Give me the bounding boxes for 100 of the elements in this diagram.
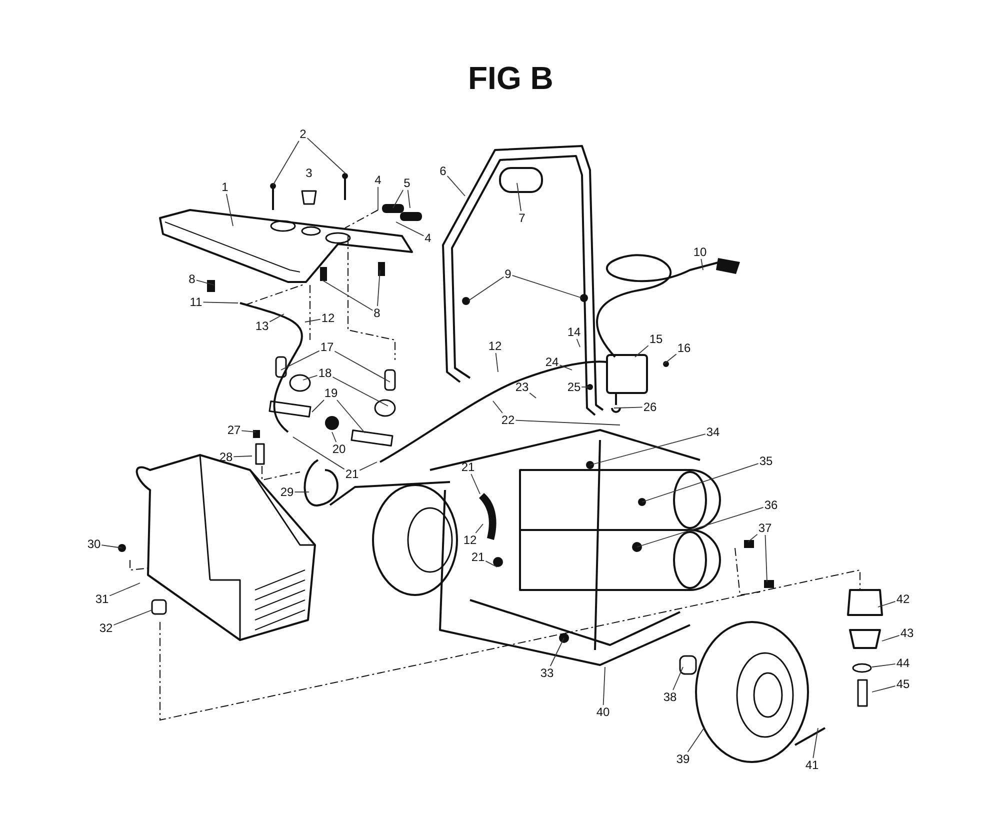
callout-number: 27 bbox=[227, 424, 241, 436]
leader-line bbox=[687, 728, 704, 752]
leader-line bbox=[764, 534, 768, 582]
callout-number: 10 bbox=[693, 246, 707, 258]
leader-line bbox=[700, 258, 704, 270]
leader-line bbox=[334, 350, 390, 382]
callout-number: 14 bbox=[567, 326, 581, 338]
leader-line bbox=[614, 406, 643, 408]
callout-number: 3 bbox=[306, 167, 312, 179]
leader-line bbox=[576, 338, 580, 348]
leader-line bbox=[515, 420, 620, 426]
callout-number: 4 bbox=[374, 174, 382, 186]
callout-number: 15 bbox=[649, 333, 663, 345]
callout-number: 24 bbox=[545, 356, 559, 368]
callout-number: 31 bbox=[95, 593, 109, 605]
callout-number: 19 bbox=[324, 387, 338, 399]
leader-line bbox=[292, 436, 345, 470]
leader-line bbox=[468, 276, 504, 302]
leader-line bbox=[512, 274, 582, 298]
callout-number: 41 bbox=[805, 759, 819, 771]
leader-line bbox=[748, 534, 758, 542]
callout-number: 17 bbox=[320, 341, 334, 353]
callout-number: 8 bbox=[374, 307, 380, 319]
callout-number: 1 bbox=[222, 181, 228, 193]
leader-line bbox=[559, 364, 572, 370]
leader-line bbox=[878, 601, 896, 608]
leader-line bbox=[872, 664, 896, 668]
leader-line bbox=[233, 456, 252, 458]
callout-number: 12 bbox=[463, 534, 477, 546]
callout-number: 9 bbox=[504, 268, 512, 280]
callout-number: 13 bbox=[255, 320, 269, 332]
callout-number: 12 bbox=[488, 340, 502, 352]
callout-number: 33 bbox=[540, 667, 554, 679]
leader-line bbox=[312, 400, 324, 412]
callout-number: 4 bbox=[424, 232, 432, 244]
leader-line bbox=[872, 686, 896, 692]
leader-line bbox=[407, 190, 410, 208]
leader-line bbox=[882, 635, 900, 642]
callout-number: 38 bbox=[663, 691, 677, 703]
leader-line bbox=[304, 318, 321, 322]
callout-number: 28 bbox=[219, 451, 233, 463]
leader-line bbox=[306, 138, 346, 174]
leader-line bbox=[642, 463, 759, 502]
callout-number: 37 bbox=[758, 522, 772, 534]
leader-line bbox=[332, 432, 337, 442]
callout-number: 35 bbox=[759, 455, 773, 467]
leader-line bbox=[590, 434, 706, 466]
figure-title: FIG B bbox=[468, 62, 554, 94]
callout-number: 34 bbox=[706, 426, 720, 438]
leader-line bbox=[332, 376, 388, 406]
callout-number: 30 bbox=[87, 538, 101, 550]
leader-line bbox=[196, 280, 214, 286]
callout-number: 32 bbox=[99, 622, 113, 634]
callout-number: 7 bbox=[518, 212, 526, 224]
leader-line bbox=[322, 280, 374, 311]
leader-line bbox=[664, 354, 677, 364]
callout-number: 25 bbox=[567, 381, 581, 393]
leader-line bbox=[475, 524, 484, 534]
leader-line bbox=[495, 352, 498, 372]
callout-number: 11 bbox=[190, 296, 202, 308]
callout-number: 12 bbox=[321, 312, 335, 324]
leader-line bbox=[636, 506, 764, 548]
callout-number: 42 bbox=[896, 593, 910, 605]
leader-line bbox=[302, 375, 318, 380]
callout-number: 16 bbox=[677, 342, 691, 354]
callout-number: 18 bbox=[318, 367, 332, 379]
leader-line bbox=[280, 350, 320, 370]
leader-line bbox=[529, 392, 536, 398]
callout-number: 21 bbox=[461, 461, 475, 473]
leader-line bbox=[446, 175, 466, 196]
leader-line bbox=[109, 582, 140, 596]
callout-number: 21 bbox=[345, 468, 359, 480]
callout-number: 45 bbox=[896, 678, 910, 690]
leader-line bbox=[812, 728, 818, 758]
leader-line bbox=[377, 270, 380, 306]
leader-line bbox=[672, 666, 684, 690]
leader-line bbox=[516, 182, 522, 212]
leader-line bbox=[485, 560, 498, 568]
callout-number: 6 bbox=[440, 165, 446, 177]
callout-number: 26 bbox=[643, 401, 657, 413]
callout-number: 5 bbox=[404, 177, 410, 189]
leader-line bbox=[359, 462, 378, 471]
leader-line bbox=[396, 222, 424, 236]
leader-line bbox=[241, 430, 256, 432]
callout-number: 22 bbox=[501, 414, 515, 426]
leader-line bbox=[101, 544, 122, 548]
callout-number: 20 bbox=[332, 443, 346, 455]
leader-line bbox=[470, 474, 480, 494]
callout-number: 29 bbox=[280, 486, 294, 498]
leader-line bbox=[602, 666, 606, 706]
leader-line bbox=[269, 314, 284, 322]
callout-number: 40 bbox=[596, 706, 610, 718]
leader-line bbox=[336, 400, 366, 434]
leader-line bbox=[272, 140, 300, 186]
leader-line bbox=[492, 400, 503, 414]
leader-line bbox=[202, 302, 238, 304]
callout-number: 23 bbox=[515, 381, 529, 393]
callout-number: 2 bbox=[300, 128, 306, 140]
leader-line bbox=[226, 194, 234, 226]
callout-number: 21 bbox=[471, 551, 485, 563]
